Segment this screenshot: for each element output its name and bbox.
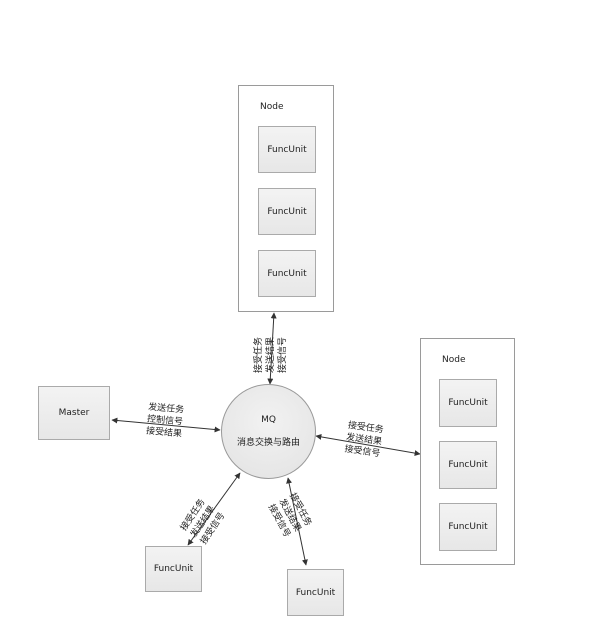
label-top-mq-1: 接受任务 xyxy=(254,336,264,373)
node-right-funcunit-3: FuncUnit xyxy=(439,503,497,551)
node-top: Node FuncUnit FuncUnit FuncUnit xyxy=(238,85,334,312)
label-top-mq-3: 接受信号 xyxy=(278,336,288,373)
node-top-title: Node xyxy=(260,102,284,112)
funcunit-left: FuncUnit xyxy=(145,546,202,592)
edge-right-mq xyxy=(315,433,421,457)
label-top-mq: 接受任务 发送结果 接受信号 xyxy=(253,337,289,373)
node-top-funcunit-3: FuncUnit xyxy=(258,250,316,297)
mq-title: MQ xyxy=(261,415,276,425)
label-master-mq: 发送任务 控制信号 接受结果 xyxy=(145,401,185,440)
edge-left-mq xyxy=(187,472,241,546)
node-top-funcunit-2: FuncUnit xyxy=(258,188,316,235)
mq-circle: MQ 消息交换与路由 xyxy=(221,384,316,479)
node-right-title: Node xyxy=(442,355,466,365)
node-top-funcunit-1: FuncUnit xyxy=(258,126,316,173)
node-right-funcunit-1: FuncUnit xyxy=(439,379,497,427)
edge-top-mq xyxy=(267,312,277,385)
master-box: Master xyxy=(38,386,110,440)
mq-subtitle: 消息交换与路由 xyxy=(236,438,300,448)
edge-master-mq xyxy=(111,417,221,433)
edge-bottom-mq xyxy=(286,477,308,566)
node-right: Node FuncUnit FuncUnit FuncUnit xyxy=(420,338,515,565)
funcunit-bottom: FuncUnit xyxy=(287,569,344,616)
label-top-mq-2: 发送结果 xyxy=(266,336,276,373)
label-right-mq: 接受任务 发送结果 接受信号 xyxy=(344,420,385,461)
node-right-funcunit-2: FuncUnit xyxy=(439,441,497,489)
